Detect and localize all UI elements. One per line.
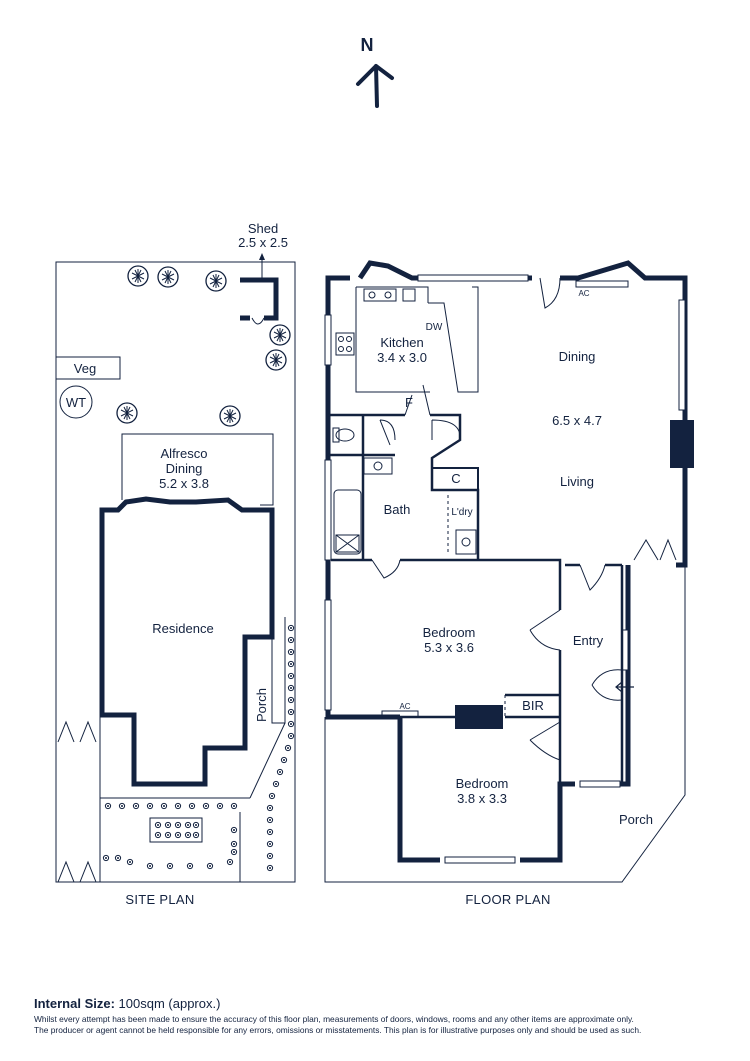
gate-icon: [57, 720, 97, 743]
ac-unit: [575, 280, 629, 288]
bathtub-icon: [333, 489, 362, 555]
door-icon: [431, 419, 461, 441]
shower-base-icon: [335, 534, 360, 553]
bath-fixtures: [332, 427, 506, 717]
alfresco-label: Alfresco: [161, 446, 208, 461]
tree-icon: [269, 324, 291, 346]
garden-bed: [149, 817, 203, 843]
north-label: N: [361, 35, 374, 55]
dining-label: Dining: [559, 349, 596, 364]
bedroom-1-size: 5.3 x 3.6: [424, 640, 474, 655]
bath-label: Bath: [384, 502, 411, 517]
veg-patch: [55, 356, 121, 380]
internal-size: Internal Size: 100sqm (approx.): [34, 996, 734, 1011]
tree-icon: [157, 266, 179, 288]
internal-size-label: Internal Size:: [34, 996, 115, 1011]
tree-icon: [205, 270, 227, 292]
veg-label: Veg: [74, 361, 96, 376]
door-icon: [529, 609, 561, 651]
disclaimer-line-1: Whilst every attempt has been made to en…: [34, 1014, 634, 1024]
fridge-nook: [404, 384, 431, 416]
laundry-label: L'dry: [451, 507, 472, 518]
doors: [371, 277, 677, 761]
shed-label: Shed: [248, 221, 278, 236]
site-plan-caption: SITE PLAN: [125, 892, 194, 907]
windows: [324, 274, 686, 864]
door-icon: [579, 564, 606, 591]
entry-label: Entry: [573, 633, 604, 648]
site-plan: Shed 2.5 x 2.5 Veg WT Alfresco Dining 5.…: [55, 221, 296, 907]
door-icon: [633, 538, 677, 561]
cupboard-label: C: [451, 471, 460, 486]
tree-icon: [219, 405, 241, 427]
kitchen-bench: [335, 286, 479, 393]
chimney: [455, 705, 503, 729]
footer: Internal Size: 100sqm (approx.) Whilst e…: [34, 996, 734, 1036]
dishwasher-label: DW: [426, 322, 443, 333]
shed-door-icon: [251, 317, 265, 325]
internal-size-value: 100sqm (approx.): [118, 996, 221, 1011]
porch-outline: [271, 617, 286, 724]
tree-icon: [265, 349, 287, 371]
ac-label: AC: [578, 289, 589, 298]
bedroom-2-label: Bedroom: [456, 776, 509, 791]
residence-label: Residence: [152, 621, 213, 636]
alfresco-outline: [121, 433, 274, 506]
disclaimer-line-2: The producer or agent cannot be held res…: [34, 1025, 642, 1035]
water-tank-label: WT: [66, 395, 86, 410]
door-icon: [371, 559, 401, 579]
toilet-icon: [335, 428, 355, 442]
residence-outline: [99, 496, 275, 787]
living-label: Living: [560, 474, 594, 489]
lot-frame: [324, 565, 686, 883]
disclaimer: Whilst every attempt has been made to en…: [34, 1014, 734, 1036]
fridge-label: F: [405, 395, 413, 410]
alfresco-size: 5.2 x 3.8: [159, 476, 209, 491]
chimney: [670, 420, 694, 468]
alfresco-label-2: Dining: [166, 461, 203, 476]
porch-label: Porch: [619, 812, 653, 827]
bedroom-2-size: 3.8 x 3.3: [457, 791, 507, 806]
path-line: [249, 722, 286, 799]
laundry-tub-icon: [455, 529, 477, 555]
north-arrow: N: [356, 35, 394, 108]
compass-arrow-icon: [356, 64, 394, 108]
kitchen-label: Kitchen: [380, 335, 423, 350]
shed-pointer-icon: [259, 253, 265, 260]
dining-living-size: 6.5 x 4.7: [552, 413, 602, 428]
floor-plan-caption: FLOOR PLAN: [465, 892, 550, 907]
bedroom-1-label: Bedroom: [423, 625, 476, 640]
bir-label: BIR: [522, 698, 544, 713]
site-boundary: [55, 261, 296, 883]
basin-icon: [363, 457, 393, 475]
ac-label: AC: [399, 702, 410, 711]
door-icon: [539, 277, 561, 309]
door-icon: [591, 669, 623, 701]
porch-label: Porch: [254, 688, 269, 722]
shed-outline: [240, 277, 279, 321]
door-icon: [529, 721, 561, 761]
kitchen-size: 3.4 x 3.0: [377, 350, 427, 365]
shrub-column: [266, 624, 295, 872]
shrub-row: [154, 821, 200, 839]
shed-size: 2.5 x 2.5: [238, 235, 288, 250]
entry-arrow-icon: [615, 681, 634, 693]
door-icon: [379, 419, 396, 446]
ac-unit: [381, 710, 419, 718]
floor-plan: Kitchen 3.4 x 3.0 DW F Dining 6.5 x 4.7 …: [324, 260, 694, 907]
gate-icon: [57, 860, 97, 883]
cupboard-outline: [431, 467, 479, 491]
water-tank: [59, 385, 93, 419]
tree-icon: [116, 402, 138, 424]
tree-icon: [127, 265, 149, 287]
